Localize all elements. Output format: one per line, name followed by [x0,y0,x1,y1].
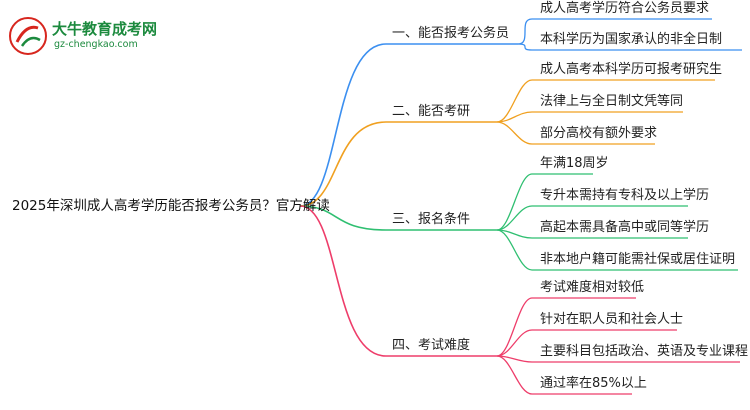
leaf-label: 高起本需具备高中或同等学历 [540,220,710,235]
branch-label: 二、能否考研 [392,104,471,119]
branch-edge [299,121,387,207]
site-logo[interactable]: 大牛教育成考网 gz-chengkao.com [8,14,168,58]
branch-label: 一、能否报考公务员 [392,26,510,41]
leaf-edge [496,79,533,123]
leaf-edge [496,173,533,231]
branch-label: 三、报名条件 [392,212,471,227]
logo-mark-icon [9,17,47,55]
mindmap-root-title: 2025年深圳成人高考学历能否报考公务员？官方解读 [12,198,330,214]
leaf-edge [496,355,533,363]
logo-url: gz-chengkao.com [54,39,138,50]
leaf-label: 专升本需持有专科及以上学历 [540,188,710,203]
leaf-label: 考试难度相对较低 [540,280,645,295]
leaf-label: 成人高考学历符合公务员要求 [540,1,710,16]
branch-edge [299,205,387,231]
leaf-label: 法律上与全日制文凭等同 [540,94,684,109]
leaf-edge [496,355,533,395]
branch-edge [299,43,387,207]
branch-edge [299,205,387,357]
leaf-edge [496,329,533,357]
leaf-label: 本科学历为国家承认的非全日制 [540,32,723,47]
leaf-label: 年满18周岁 [540,156,609,171]
leaf-label: 成人高考本科学历可报考研究生 [540,62,723,77]
leaf-edge [496,111,533,123]
leaf-edge [517,43,533,51]
leaf-edge [496,229,533,271]
leaf-label: 非本地户籍可能需社保或居住证明 [540,252,736,267]
leaf-label: 主要科目包括政治、英语及专业课程 [540,344,749,359]
leaf-edge [517,18,533,45]
leaf-label: 针对在职人员和社会人士 [540,312,684,327]
leaf-edge [496,297,533,357]
logo-name: 大牛教育成考网 [52,20,158,38]
leaf-edge [496,205,533,231]
leaf-edge [496,121,533,145]
leaf-label: 通过率在85%以上 [540,376,647,391]
leaf-label: 部分高校有额外要求 [540,126,658,141]
branch-label: 四、考试难度 [392,338,471,353]
